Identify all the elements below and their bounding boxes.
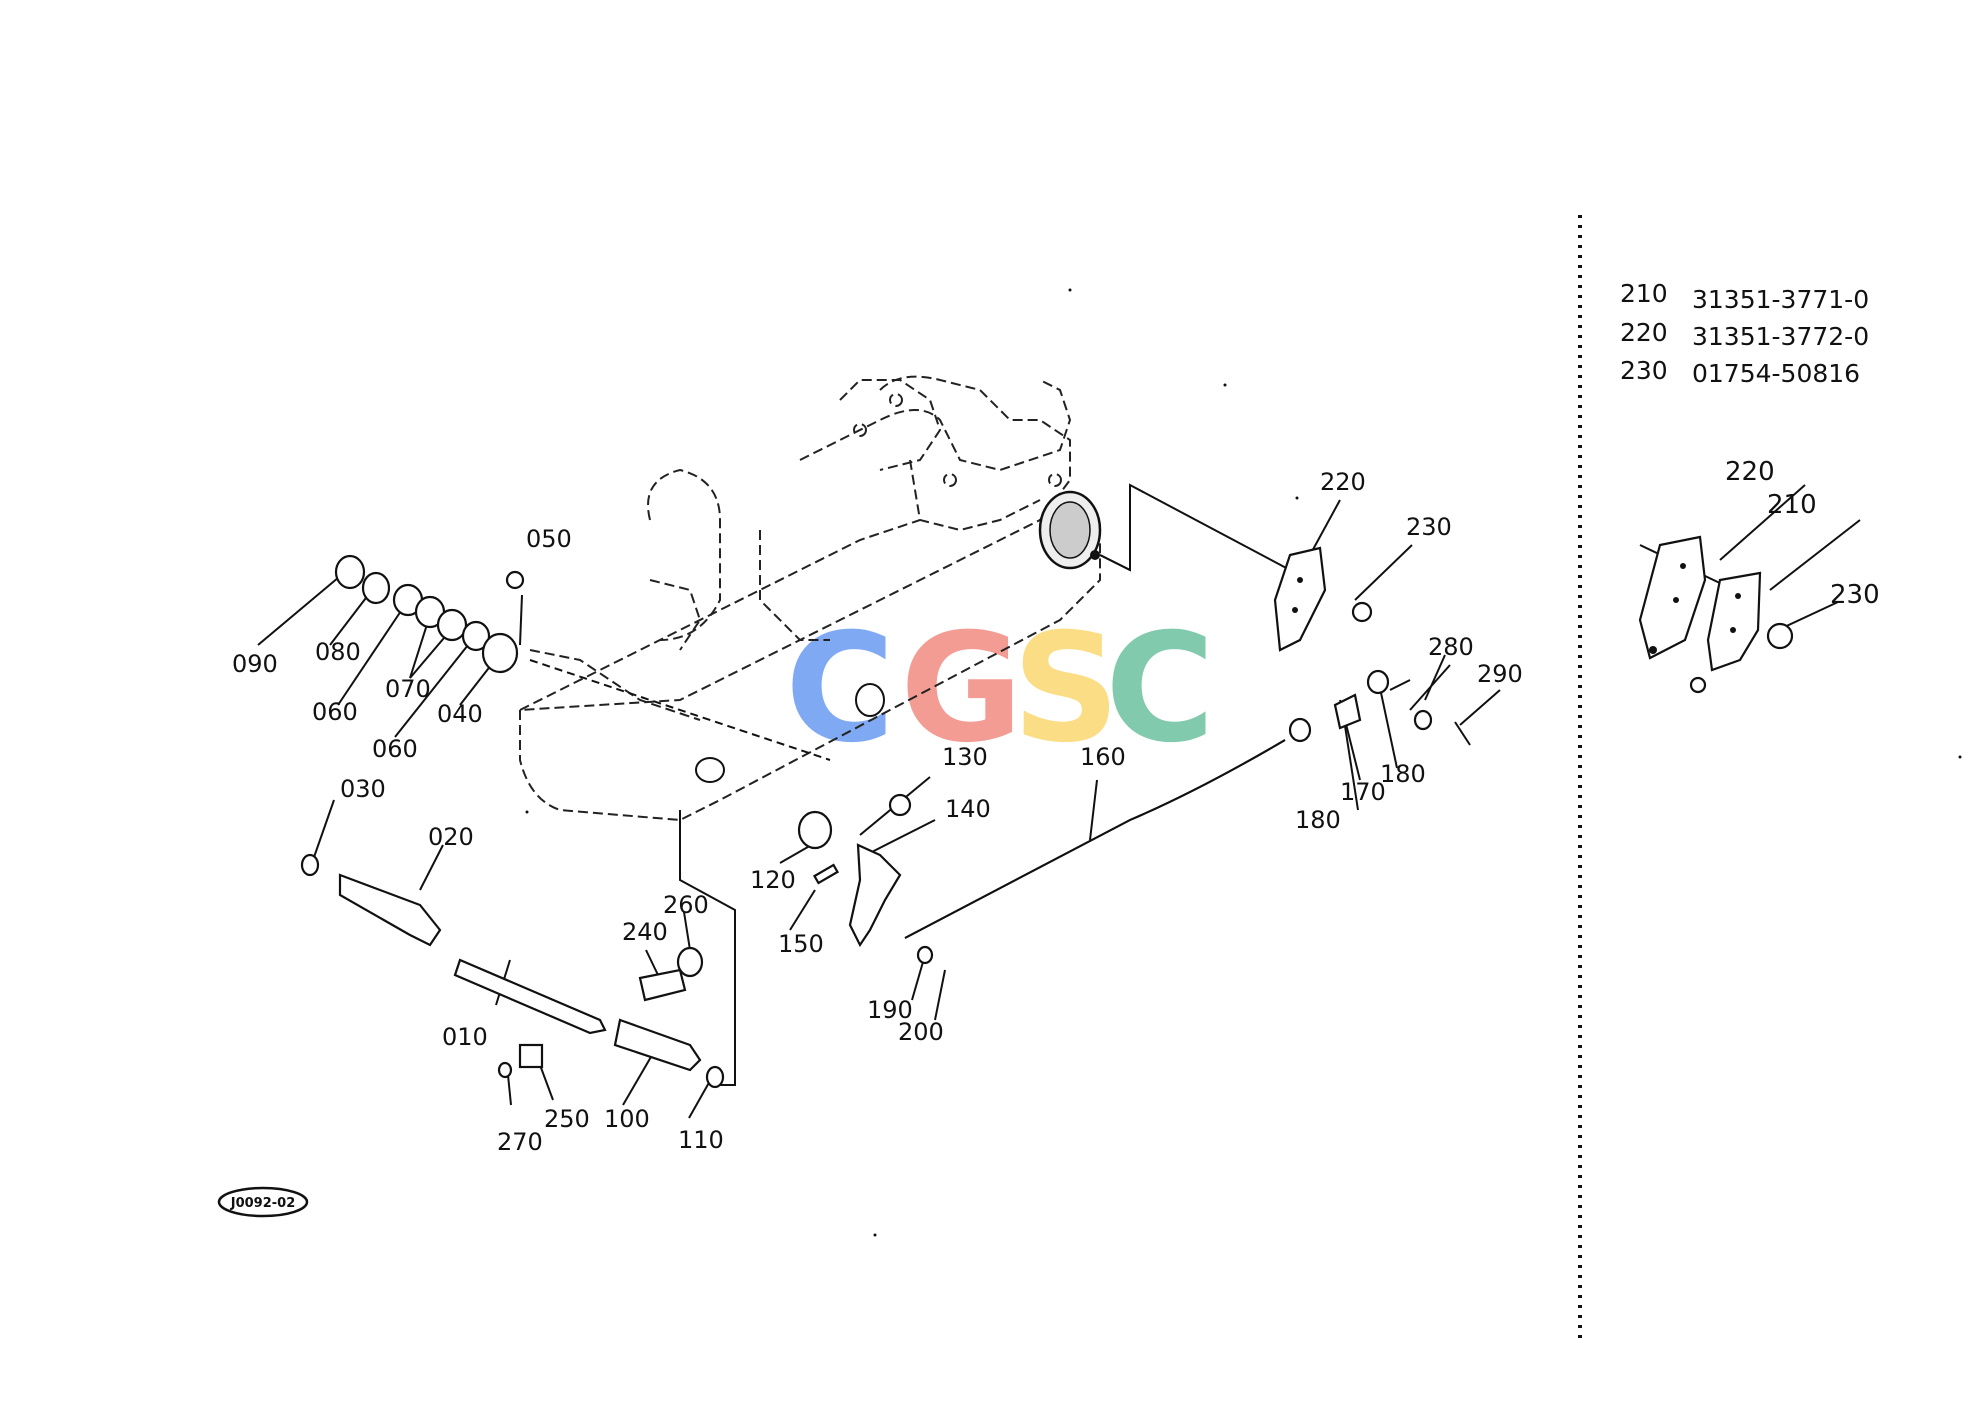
callout-100: 100 <box>604 1105 650 1133</box>
callout-040: 040 <box>437 700 483 728</box>
watermark-letter-3: S <box>1012 602 1120 776</box>
watermark-letter-4: C <box>1105 602 1215 776</box>
callout-090: 090 <box>232 650 278 678</box>
callout-060a: 060 <box>312 698 358 726</box>
diagram-code-badge: J0092-02 <box>217 1186 309 1218</box>
table-ref-230: 230 <box>1620 356 1668 385</box>
callout-180a: 180 <box>1380 760 1426 788</box>
callout-070: 070 <box>385 675 431 703</box>
parts-drawings <box>300 546 1471 1089</box>
inset-callout-labels: 220 210 230 <box>1725 457 1880 610</box>
callout-170: 170 <box>1340 778 1386 806</box>
callout-280: 280 <box>1428 633 1474 661</box>
callout-160: 160 <box>1080 743 1126 771</box>
callout-240: 240 <box>622 918 668 946</box>
table-ref-210: 210 <box>1620 279 1668 308</box>
table-ref-220: 220 <box>1620 318 1668 347</box>
inset-parts-table: 210 31351-3771-0 220 31351-3772-0 230 01… <box>1620 279 1869 388</box>
table-partno-210: 31351-3771-0 <box>1692 285 1869 314</box>
callout-130: 130 <box>942 743 988 771</box>
callout-050: 050 <box>526 525 572 553</box>
inset-bracket-drawing <box>1638 484 1861 694</box>
callout-120: 120 <box>750 866 796 894</box>
callout-060b: 060 <box>372 735 418 763</box>
callout-220: 220 <box>1320 468 1366 496</box>
table-partno-230: 01754-50816 <box>1692 359 1860 388</box>
callout-110: 110 <box>678 1126 724 1154</box>
callout-180b: 180 <box>1295 806 1341 834</box>
watermark-letter-2: G <box>900 602 1023 776</box>
callout-010: 010 <box>442 1023 488 1051</box>
callout-260: 260 <box>663 891 709 919</box>
callout-020: 020 <box>428 823 474 851</box>
inset-callout-210: 210 <box>1767 490 1817 520</box>
table-partno-220: 31351-3772-0 <box>1692 322 1869 351</box>
callout-080: 080 <box>315 638 361 666</box>
inset-callout-230: 230 <box>1830 580 1880 610</box>
callout-250: 250 <box>544 1105 590 1133</box>
scan-specks <box>525 288 1962 1237</box>
callout-150: 150 <box>778 930 824 958</box>
watermark: C G S C <box>785 602 1215 776</box>
inset-callout-220: 220 <box>1725 457 1775 487</box>
callout-030: 030 <box>340 775 386 803</box>
callout-190: 190 <box>867 996 913 1024</box>
callout-200: 200 <box>898 1018 944 1046</box>
callout-270: 270 <box>497 1128 543 1156</box>
callout-labels: 090 080 060 070 060 040 050 030 020 010 … <box>232 468 1523 1156</box>
callout-230: 230 <box>1406 513 1452 541</box>
callout-290: 290 <box>1477 660 1523 688</box>
diagram-code: J0092-02 <box>230 1196 296 1211</box>
callout-140: 140 <box>945 795 991 823</box>
transmission-housing-drawing <box>519 375 1102 822</box>
